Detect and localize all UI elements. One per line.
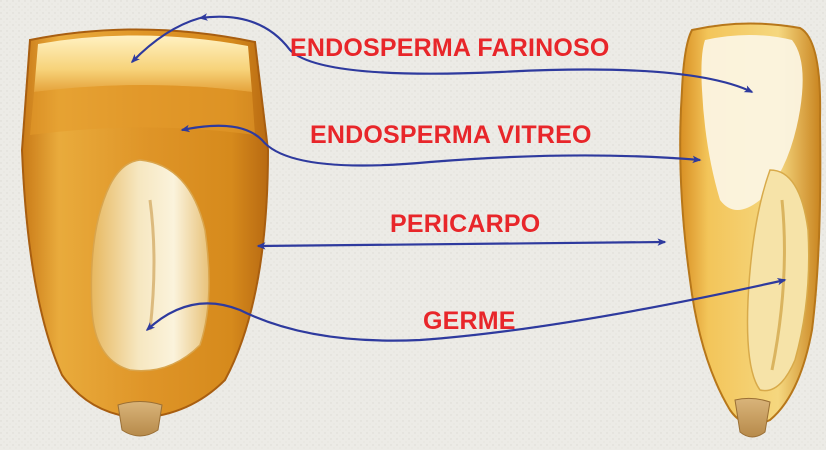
left-kernel-tip [118,402,162,437]
label-endosperma-vitreo: ENDOSPERMA VITREO [310,121,592,149]
label-germe: GERME [423,307,516,335]
label-endosperma-farinoso: ENDOSPERMA FARINOSO [290,34,610,62]
left-kernel-floury-top [34,35,252,92]
label-pericarpo: PERICARPO [390,210,540,238]
left-kernel-vitreous-band [30,85,255,135]
right-kernel-tip [735,398,770,437]
